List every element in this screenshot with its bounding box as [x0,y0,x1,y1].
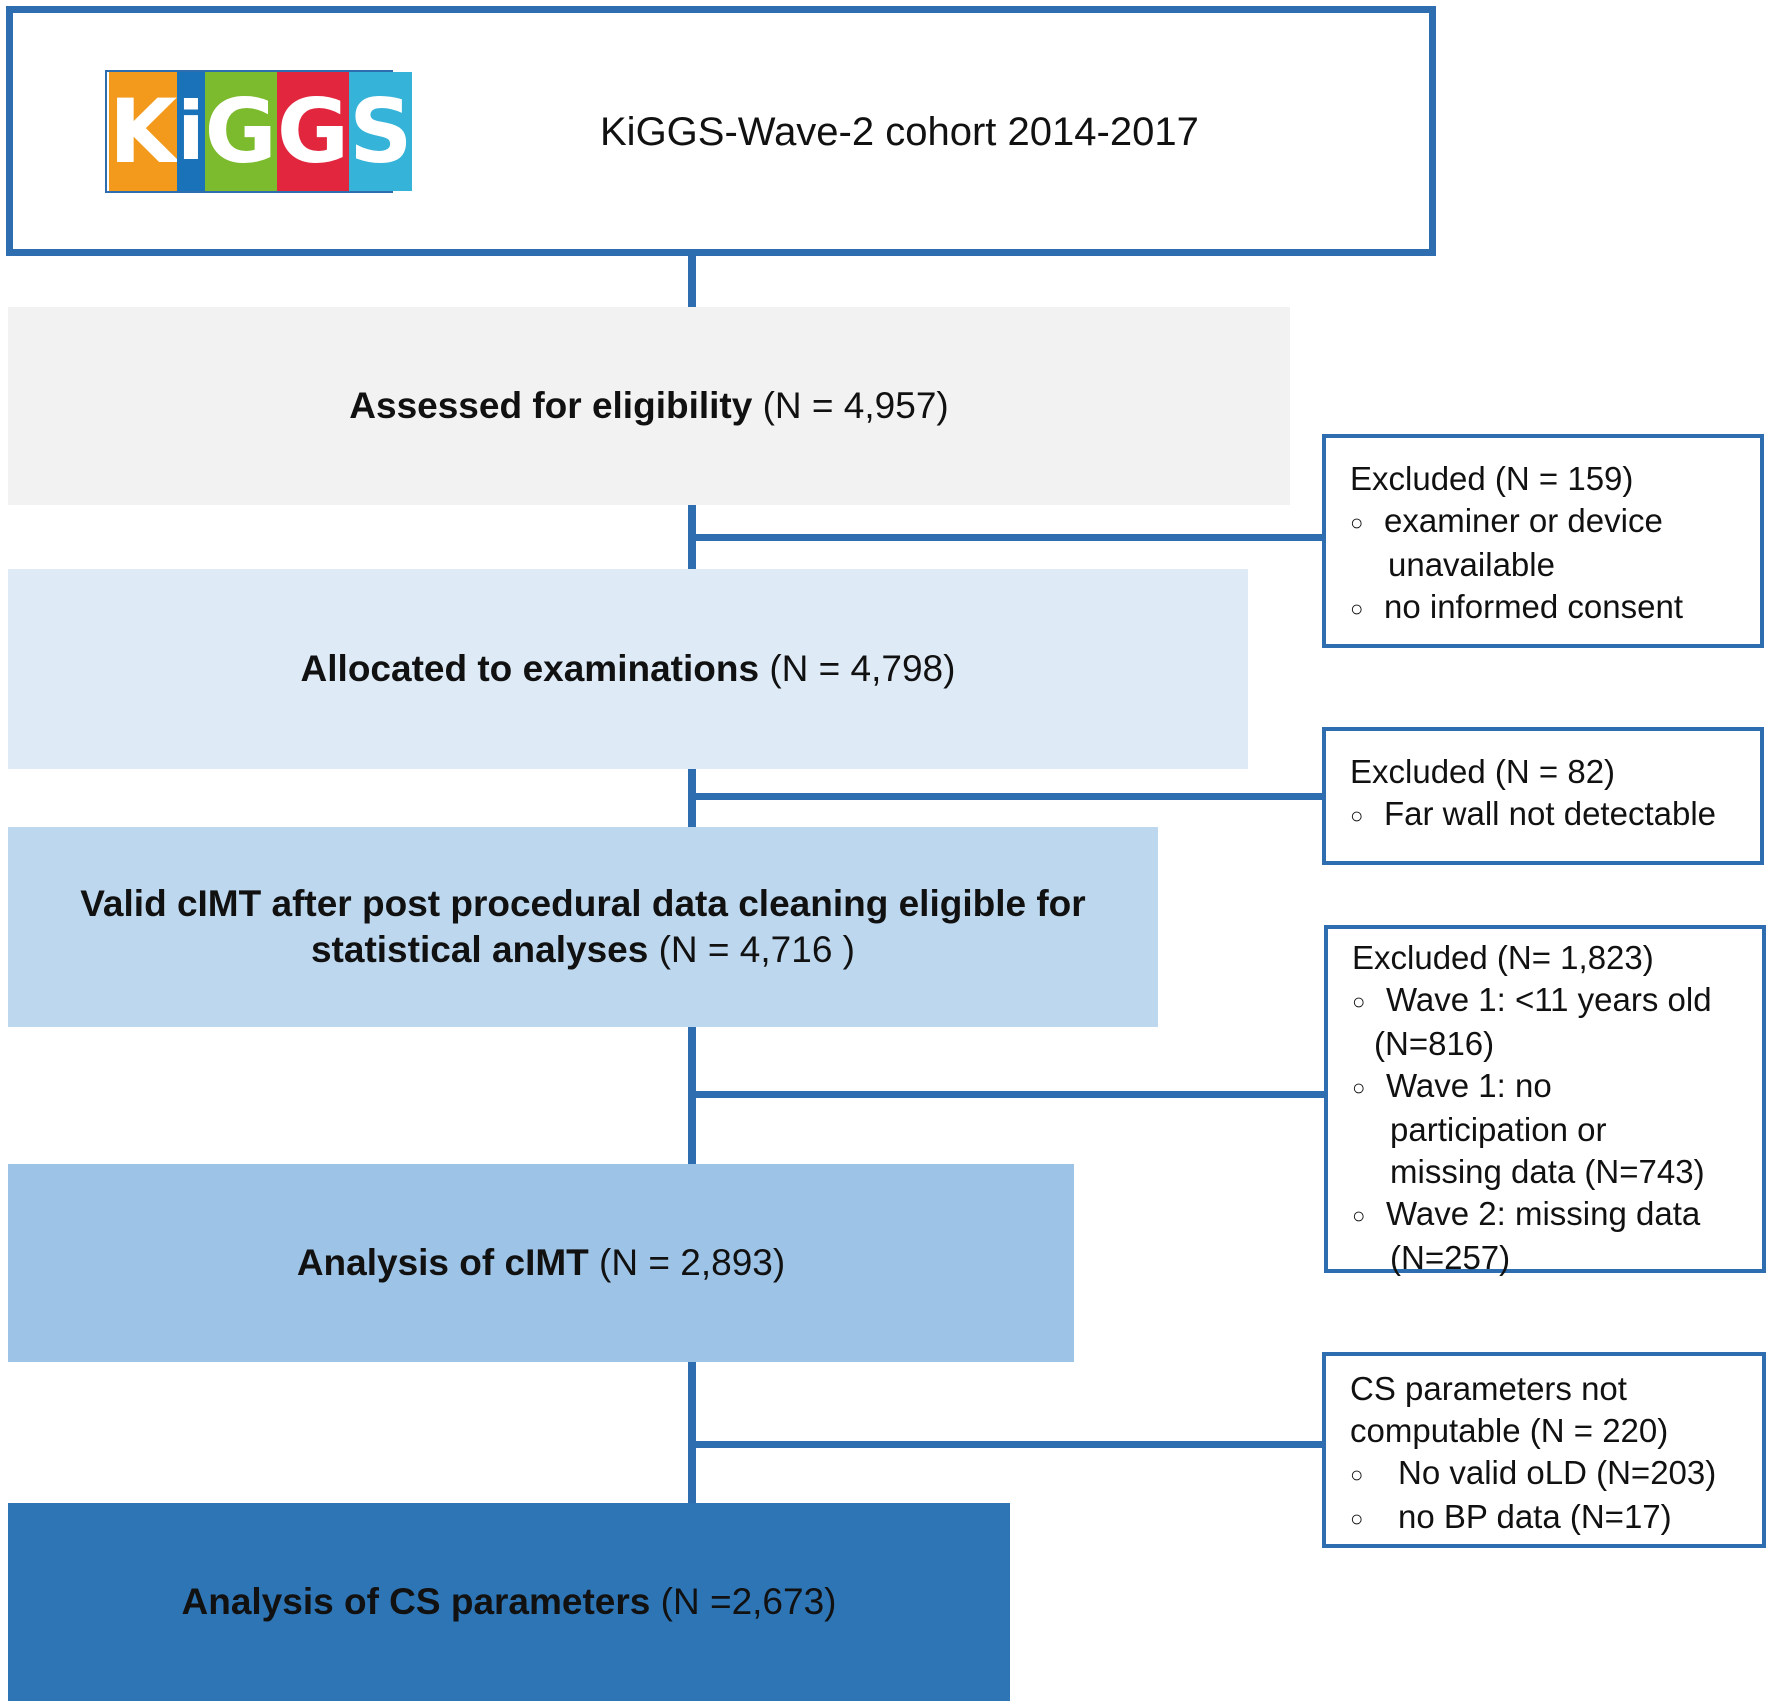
bullet-icon: ○ [1352,1203,1366,1228]
bullet-icon: ○ [1352,989,1366,1014]
branch-exclusion-2 [692,793,1322,800]
bullet-icon: ○ [1350,596,1364,621]
exclusion-box-3: Excluded (N= 1,823) ○Wave 1: <11 years o… [1324,925,1766,1276]
stage-analysis-cimt: Analysis of cIMT (N = 2,893) [8,1164,1074,1362]
bullet-icon: ○ [1350,1506,1364,1531]
stage-analysis-cs-parameters: Analysis of CS parameters (N =2,673) [8,1503,1010,1701]
exclusion-title: Excluded (N= 1,823) [1352,939,1654,976]
stage-valid-cimt: Valid cIMT after post procedural data cl… [8,827,1158,1027]
exclusion-box-1: Excluded (N = 159) ○examiner or device u… [1322,434,1764,648]
branch-exclusion-3 [692,1091,1324,1098]
stage-allocated-examinations: Allocated to examinations (N = 4,798) [8,569,1248,769]
connector-cimt-to-cs [688,1362,696,1503]
stage-assessed-eligibility: Assessed for eligibility (N = 4,957) [8,307,1290,505]
exclusion-title: Excluded (N = 159) [1350,460,1634,497]
cohort-title: KiGGS-Wave-2 cohort 2014-2017 [600,110,1199,154]
bullet-icon: ○ [1350,803,1364,828]
exclusion-title: Excluded (N = 82) [1350,753,1616,790]
bullet-icon: ○ [1350,1462,1364,1487]
connector-header-to-eligibility [688,256,696,307]
exclusion-box-2: Excluded (N = 82) ○Far wall not detectab… [1322,727,1764,865]
kiggs-logo: K i G G S [105,70,413,193]
branch-exclusion-1 [692,534,1322,541]
exclusion-box-4: CS parameters not computable (N = 220) ○… [1322,1352,1766,1548]
exclusion-title-line2: computable (N = 220) [1350,1412,1669,1449]
bullet-icon: ○ [1352,1075,1366,1100]
bullet-icon: ○ [1350,510,1364,535]
branch-exclusion-4 [692,1441,1322,1448]
exclusion-title: CS parameters not [1350,1370,1627,1407]
